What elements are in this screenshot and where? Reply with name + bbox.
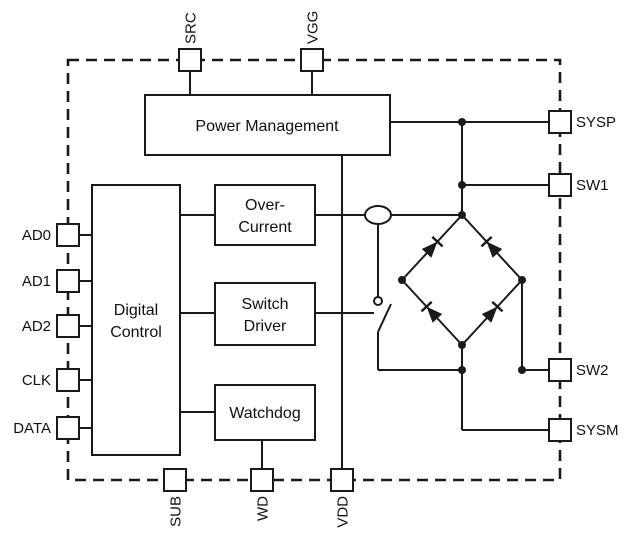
digital-control-label-2: Control bbox=[110, 324, 162, 341]
pin-label-clk: CLK bbox=[22, 372, 51, 389]
over-current-label-1: Over- bbox=[245, 197, 285, 214]
pin-pad-clk bbox=[56, 368, 80, 392]
diode-bridge bbox=[401, 214, 523, 346]
pin-label-wd: WD bbox=[255, 496, 272, 521]
over-current-block bbox=[214, 184, 316, 246]
pin-pad-wd bbox=[250, 468, 274, 492]
digital-control-label-1: Digital bbox=[114, 302, 158, 319]
watchdog-label: Watchdog bbox=[229, 405, 300, 422]
junction-dot bbox=[458, 366, 466, 374]
pin-pad-sw2 bbox=[548, 358, 572, 382]
pin-label-sysp: SYSP bbox=[576, 114, 616, 131]
pin-pad-ad2 bbox=[56, 314, 80, 338]
pin-label-data: DATA bbox=[13, 420, 51, 437]
junction-dot bbox=[458, 118, 466, 126]
pin-label-sub: SUB bbox=[168, 496, 185, 527]
pin-pad-ad1 bbox=[56, 269, 80, 293]
pin-label-ad0: AD0 bbox=[22, 227, 51, 244]
diode-bottom-left-icon bbox=[420, 300, 443, 323]
pin-pad-sub bbox=[163, 468, 187, 492]
pin-pad-data bbox=[56, 416, 80, 440]
current-sensor-icon bbox=[364, 205, 392, 225]
over-current-label-2: Current bbox=[238, 219, 292, 236]
pin-pad-ad0 bbox=[56, 223, 80, 247]
switch-driver-block bbox=[214, 282, 316, 346]
junction-dot bbox=[458, 211, 466, 219]
pin-pad-vdd bbox=[330, 468, 354, 492]
diode-top-left-icon bbox=[421, 235, 444, 258]
pin-label-vdd: VDD bbox=[335, 496, 352, 528]
junction-dot bbox=[458, 181, 466, 189]
pin-label-vgg: VGG bbox=[305, 11, 322, 44]
diode-bottom-right-icon bbox=[481, 300, 504, 323]
power-management-label: Power Management bbox=[195, 118, 339, 135]
junction-dot bbox=[458, 341, 466, 349]
diode-top-right-icon bbox=[480, 235, 503, 258]
function-blocks: Power Management Digital Control Over- C… bbox=[91, 94, 391, 456]
digital-control-block bbox=[91, 184, 181, 456]
pin-pad-sysp bbox=[548, 110, 572, 134]
junction-dot bbox=[518, 366, 526, 374]
pin-pads bbox=[56, 48, 572, 492]
pin-label-ad1: AD1 bbox=[22, 273, 51, 290]
watchdog-block bbox=[214, 384, 316, 441]
internal-switch-icon bbox=[373, 296, 392, 333]
pin-pad-src bbox=[178, 48, 202, 72]
switch-driver-label-2: Driver bbox=[244, 318, 287, 335]
pin-label-ad2: AD2 bbox=[22, 318, 51, 335]
pin-pad-sysm bbox=[548, 418, 572, 442]
junction-dot bbox=[518, 276, 526, 284]
pin-label-sw1: SW1 bbox=[576, 177, 609, 194]
junction-dot bbox=[398, 276, 406, 284]
chip-boundary bbox=[66, 58, 562, 482]
pin-labels: SRC VGG SYSP SW1 SW2 SYSM AD0 AD1 AD2 CL… bbox=[13, 11, 618, 528]
pin-pad-sw1 bbox=[548, 173, 572, 197]
pin-pad-vgg bbox=[300, 48, 324, 72]
switch-driver-label-1: Switch bbox=[241, 296, 288, 313]
pin-label-src: SRC bbox=[183, 12, 200, 44]
junction-dots bbox=[398, 118, 526, 374]
power-management-block bbox=[144, 94, 391, 156]
pin-label-sysm: SYSM bbox=[576, 422, 619, 439]
pin-label-sw2: SW2 bbox=[576, 362, 609, 379]
